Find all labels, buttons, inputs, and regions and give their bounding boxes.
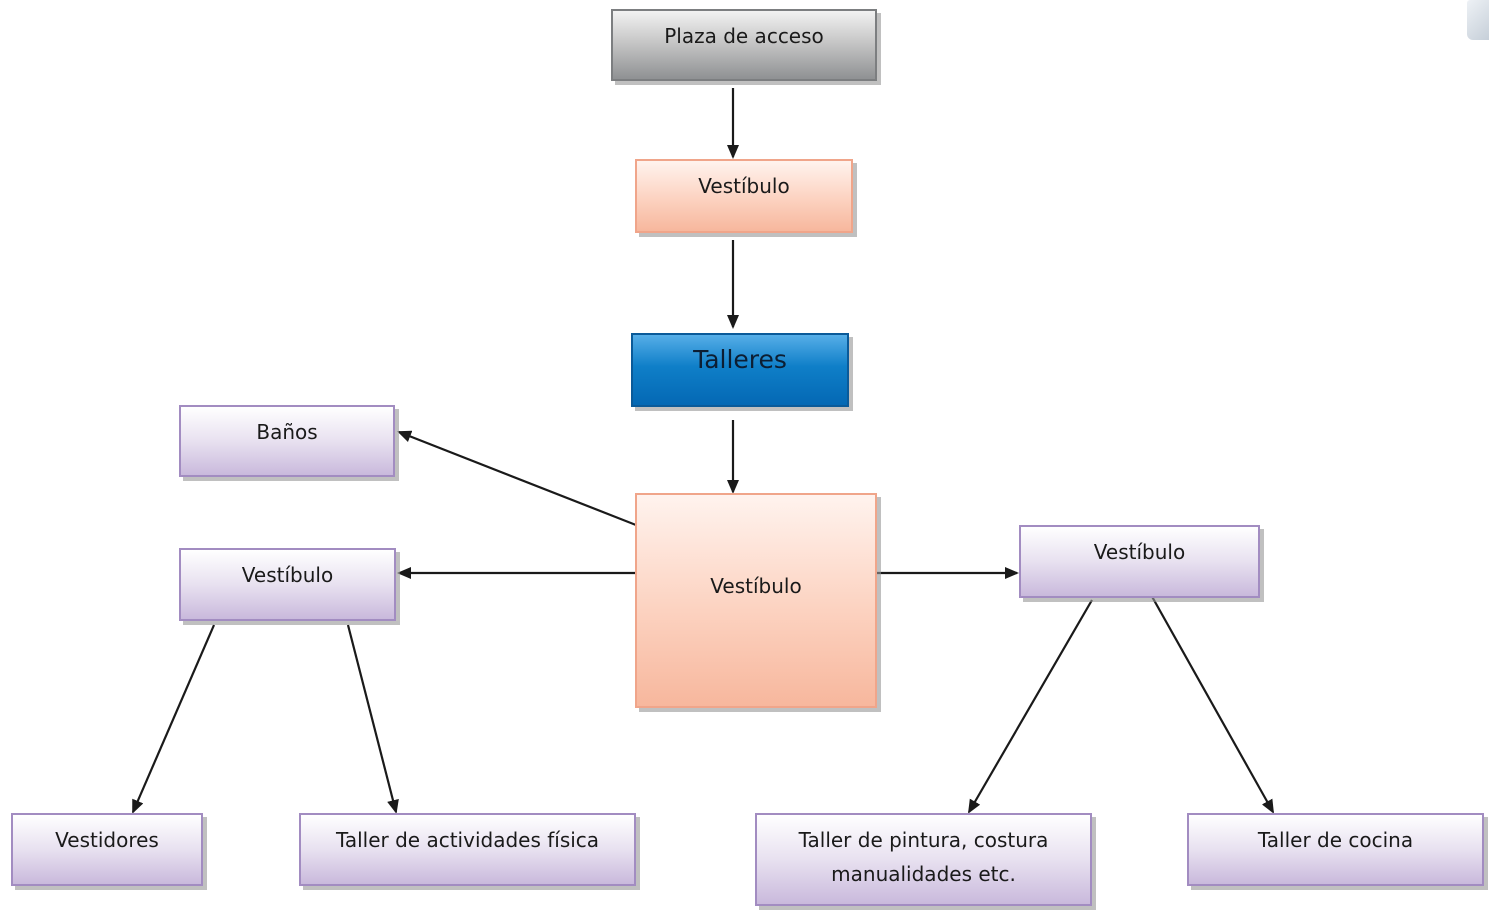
node-label: Vestíbulo (698, 174, 790, 198)
node-taller-actividades-fisica: Taller de actividades física (299, 813, 636, 886)
node-vestidores: Vestidores (11, 813, 203, 886)
node-taller-pintura-costura: Taller de pintura, costura manualidades … (755, 813, 1092, 906)
node-label: Talleres (693, 345, 787, 374)
arrow-left-to-vestidores (131, 624, 216, 814)
node-plaza-de-acceso: Plaza de acceso (611, 9, 877, 81)
node-label: Plaza de acceso (664, 24, 824, 48)
node-vestibulo-top: Vestíbulo (635, 159, 853, 233)
corner-ornament (1467, 0, 1489, 40)
node-taller-cocina: Taller de cocina (1187, 813, 1484, 886)
node-label: Vestíbulo (1093, 540, 1186, 564)
node-label: Taller de actividades física (335, 828, 600, 852)
node-banos: Baños (179, 405, 395, 477)
node-label: Vestíbulo (710, 573, 802, 598)
node-vestibulo-left: Vestíbulo (179, 548, 396, 621)
node-vestibulo-center: Vestíbulo (635, 493, 877, 708)
arrow-right-to-taller-cocina (1149, 592, 1274, 814)
node-vestibulo-right: Vestíbulo (1019, 525, 1260, 598)
node-label: Taller de pintura, costura manualidades … (798, 828, 1049, 886)
node-label: Taller de cocina (1257, 828, 1414, 852)
node-label: Vestidores (55, 828, 159, 852)
node-label: Vestíbulo (241, 563, 334, 587)
node-talleres: Talleres (631, 333, 849, 407)
arrow-right-to-taller-pintura (967, 599, 1093, 814)
arrow-center-to-banos (397, 430, 637, 527)
node-label: Baños (256, 420, 318, 444)
arrow-left-to-taller-fisica (346, 624, 399, 814)
